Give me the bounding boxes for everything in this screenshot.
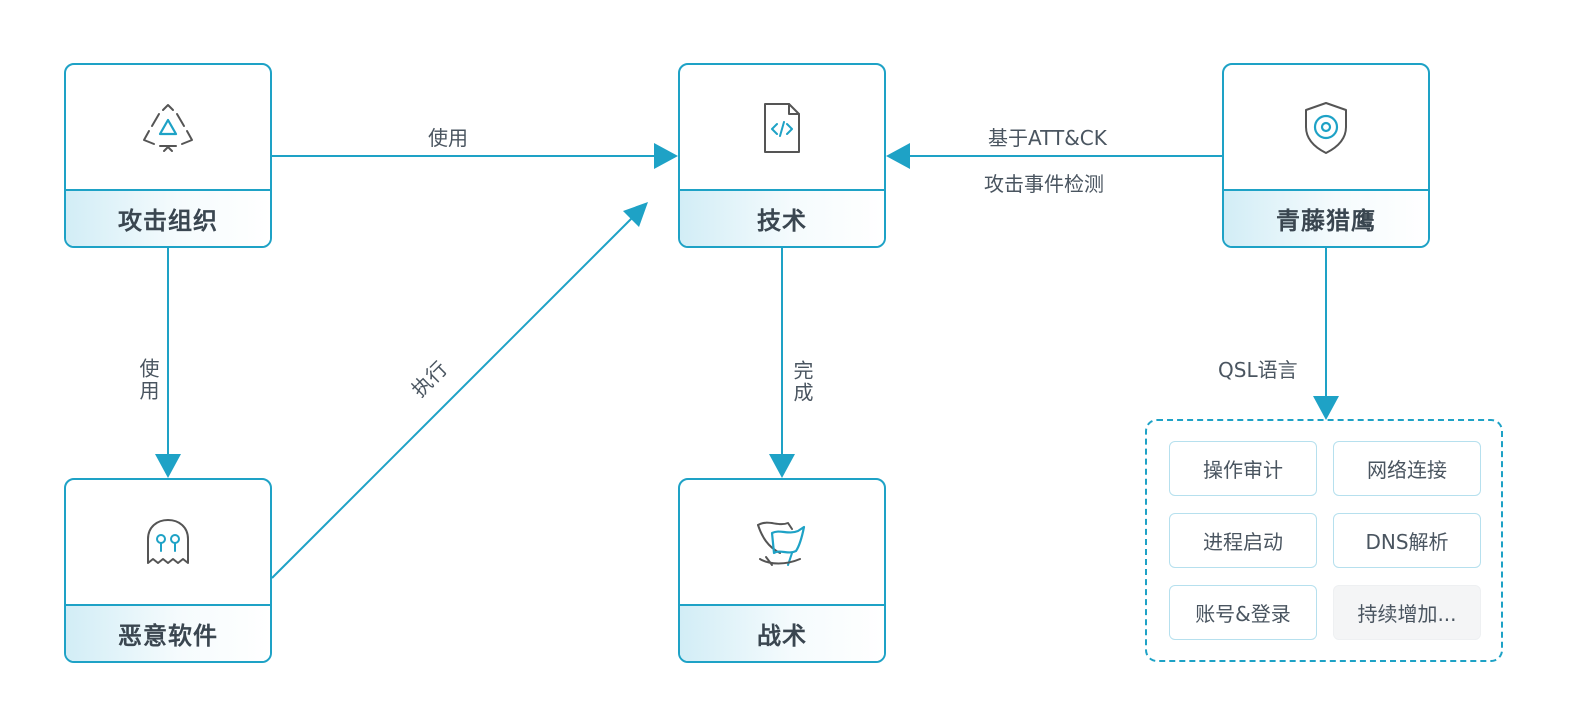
chip-network-connection[interactable]: 网络连接	[1333, 441, 1481, 496]
chip-account-login[interactable]: 账号&登录	[1169, 585, 1317, 640]
arrowhead-qingteng-container	[1313, 396, 1339, 420]
chip-dns-resolution[interactable]: DNS解析	[1333, 513, 1481, 568]
edge-malware-technique	[271, 217, 633, 579]
arrowhead-group-technique	[654, 143, 678, 169]
malware-node[interactable]: 恶意软件	[64, 478, 272, 663]
arrowhead-group-malware	[155, 454, 181, 478]
malware-label: 恶意软件	[66, 604, 270, 661]
arrowhead-malware-technique	[623, 202, 648, 227]
edge-label-detection-line1: 基于ATT&CK	[988, 126, 1107, 150]
tactic-label: 战术	[680, 604, 884, 661]
edge-label-group-technique: 使用	[428, 126, 468, 150]
arrowhead-qingteng-technique	[886, 143, 910, 169]
attack-group-node[interactable]: 攻击组织	[64, 63, 272, 248]
qingteng-label: 青藤猎鹰	[1224, 189, 1428, 246]
technique-label: 技术	[680, 189, 884, 246]
chip-process-start[interactable]: 进程启动	[1169, 513, 1317, 568]
ghost-icon	[66, 480, 270, 606]
recycle-triangle-icon	[66, 65, 270, 191]
tactic-node[interactable]: 战术	[678, 478, 886, 663]
technique-node[interactable]: 技术	[678, 63, 886, 248]
edge-label-detection-line2: 攻击事件检测	[984, 172, 1104, 196]
code-file-icon	[680, 65, 884, 191]
flag-icon	[680, 480, 884, 606]
edge-label-technique-tactic: 完成	[790, 360, 814, 404]
qingteng-node[interactable]: 青藤猎鹰	[1222, 63, 1430, 248]
chip-more[interactable]: 持续增加...	[1333, 585, 1481, 640]
edge-label-qsl: QSL语言	[1218, 358, 1298, 382]
chip-operation-audit[interactable]: 操作审计	[1169, 441, 1317, 496]
detection-types-container: 操作审计 网络连接 进程启动 DNS解析 账号&登录 持续增加...	[1145, 419, 1503, 662]
shield-icon	[1224, 65, 1428, 191]
attack-group-label: 攻击组织	[66, 189, 270, 246]
arrowhead-technique-tactic	[769, 454, 795, 478]
edge-label-group-malware: 使用	[136, 358, 160, 402]
